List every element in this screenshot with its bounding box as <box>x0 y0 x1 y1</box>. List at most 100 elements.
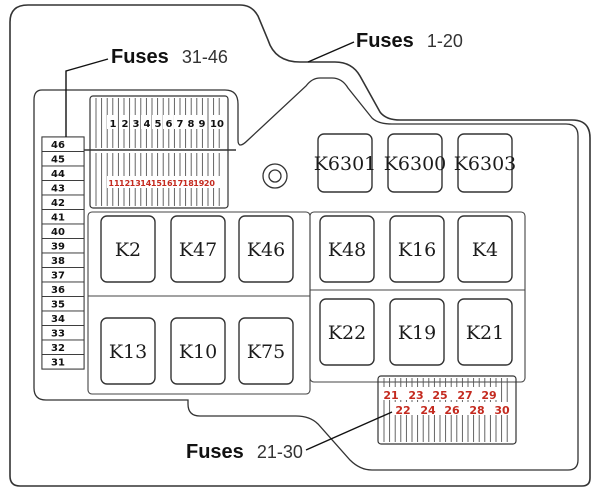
fuse-box-outline <box>9 4 591 487</box>
fuse-label-bg <box>383 387 501 400</box>
relay-box <box>317 133 373 193</box>
relay-box <box>238 215 294 283</box>
fuse-label: 4 <box>144 119 151 130</box>
relay-label: K47 <box>179 239 217 261</box>
relay-box <box>457 215 513 283</box>
fuse-label: 12 <box>119 179 130 188</box>
fuse-label-bg <box>141 115 151 129</box>
fuse-label-bg <box>174 115 184 129</box>
fuse-cell-label: 44 <box>51 169 65 180</box>
relay-box <box>319 215 375 283</box>
inner-panel-outline <box>33 77 579 471</box>
fuse-cell-label: 34 <box>51 314 65 325</box>
relay-label: K19 <box>398 322 436 344</box>
fuse-label: 26 <box>444 404 460 417</box>
fuse-label: 23 <box>408 389 423 402</box>
relay-box <box>389 298 445 366</box>
relay-box <box>100 215 156 283</box>
callout-line-1-20 <box>307 41 355 63</box>
fuse-label-bg <box>107 176 221 188</box>
fuse-label: 15 <box>151 179 163 188</box>
fuse-cell-label: 31 <box>51 358 65 369</box>
relay-label: K22 <box>328 322 366 344</box>
fuse-cell-label: 42 <box>51 198 65 209</box>
relay-box <box>387 133 443 193</box>
relay-box <box>319 298 375 366</box>
fuse-label-bg <box>119 115 129 129</box>
fuse-label-bg <box>394 402 512 415</box>
fuse-label: 2 <box>122 119 129 130</box>
fuse-cell-label: 36 <box>51 285 65 296</box>
fuse-block-1-20 <box>89 95 229 209</box>
mounting-screw-outer <box>262 163 288 189</box>
relay-label: K6300 <box>384 153 447 175</box>
fuse-label: 5 <box>155 119 162 130</box>
relay-box <box>457 133 513 193</box>
relay-label: K46 <box>247 239 285 261</box>
fuse-cell-label: 43 <box>51 184 65 195</box>
relay-box <box>389 215 445 283</box>
fuse-label-bg <box>185 115 195 129</box>
relay-label: K6301 <box>314 153 377 175</box>
fuse-cell-label: 33 <box>51 329 65 340</box>
fuse-label: 9 <box>199 119 206 130</box>
fuse-label: 17 <box>172 179 183 188</box>
fuse-labels-21-30: 21 23 25 27 29 22 24 26 28 30 <box>383 387 512 417</box>
fuse-label: 22 <box>395 404 410 417</box>
fuse-cell-label: 38 <box>51 256 65 267</box>
relay-box <box>170 215 226 283</box>
fuse-label-bg <box>211 115 227 129</box>
relay-label: K4 <box>472 239 498 261</box>
fuse-label: 13 <box>130 179 141 188</box>
relay-label: K48 <box>328 239 366 261</box>
fuse-label: 27 <box>457 389 472 402</box>
callout-fuses-31-46: Fuses 31-46 <box>111 46 228 68</box>
fuse-cell-label: 35 <box>51 300 65 311</box>
fuse-cell-label: 41 <box>51 213 65 224</box>
callout-line-21-30 <box>305 411 393 451</box>
relay-box <box>457 298 513 366</box>
fuse-label: 28 <box>469 404 484 417</box>
fuse-label: 30 <box>494 404 510 417</box>
relay-box <box>238 317 294 385</box>
fuse-label: 7 <box>177 119 184 130</box>
callout-fuses-1-20: Fuses 1-20 <box>356 30 463 52</box>
fuse-label: 21 <box>383 389 398 402</box>
fuse-label: 11 <box>108 179 120 188</box>
fuse-label: 14 <box>140 179 152 188</box>
relay-label: K10 <box>179 341 217 363</box>
relay-label: K21 <box>466 322 504 344</box>
fuse-cell-label: 45 <box>51 155 65 166</box>
callout-fuses-21-30: Fuses 21-30 <box>186 441 303 463</box>
fuse-label: 19 <box>193 179 205 188</box>
fuse-label: 29 <box>481 389 496 402</box>
fuse-block-21-30 <box>377 375 517 445</box>
relay-label: K2 <box>115 239 141 261</box>
fuse-label: 6 <box>166 119 173 130</box>
fuse-label-bg <box>196 115 206 129</box>
fuse-label: 20 <box>204 179 216 188</box>
fuse-label: 25 <box>432 389 447 402</box>
relay-label: K13 <box>109 341 147 363</box>
relay-box <box>100 317 156 385</box>
fuse-cell <box>41 354 85 370</box>
fuse-label-bg <box>107 115 117 129</box>
fuse-label: 18 <box>183 179 195 188</box>
fuse-label: 1 <box>110 119 117 130</box>
fuse-cell-label: 37 <box>51 271 65 282</box>
fuse-cell-label: 32 <box>51 343 65 354</box>
fuse-label: 10 <box>210 119 224 130</box>
relay-label: K75 <box>247 341 285 363</box>
fuse-label: 3 <box>133 119 140 130</box>
relay-box <box>170 317 226 385</box>
fuse-cell-label: 39 <box>51 242 65 253</box>
relay-label: K16 <box>398 239 436 261</box>
fuse-label: 24 <box>420 404 436 417</box>
fuse-label: 16 <box>161 179 173 188</box>
fuse-cell-label: 40 <box>51 227 65 238</box>
fuse-label: 8 <box>188 119 195 130</box>
